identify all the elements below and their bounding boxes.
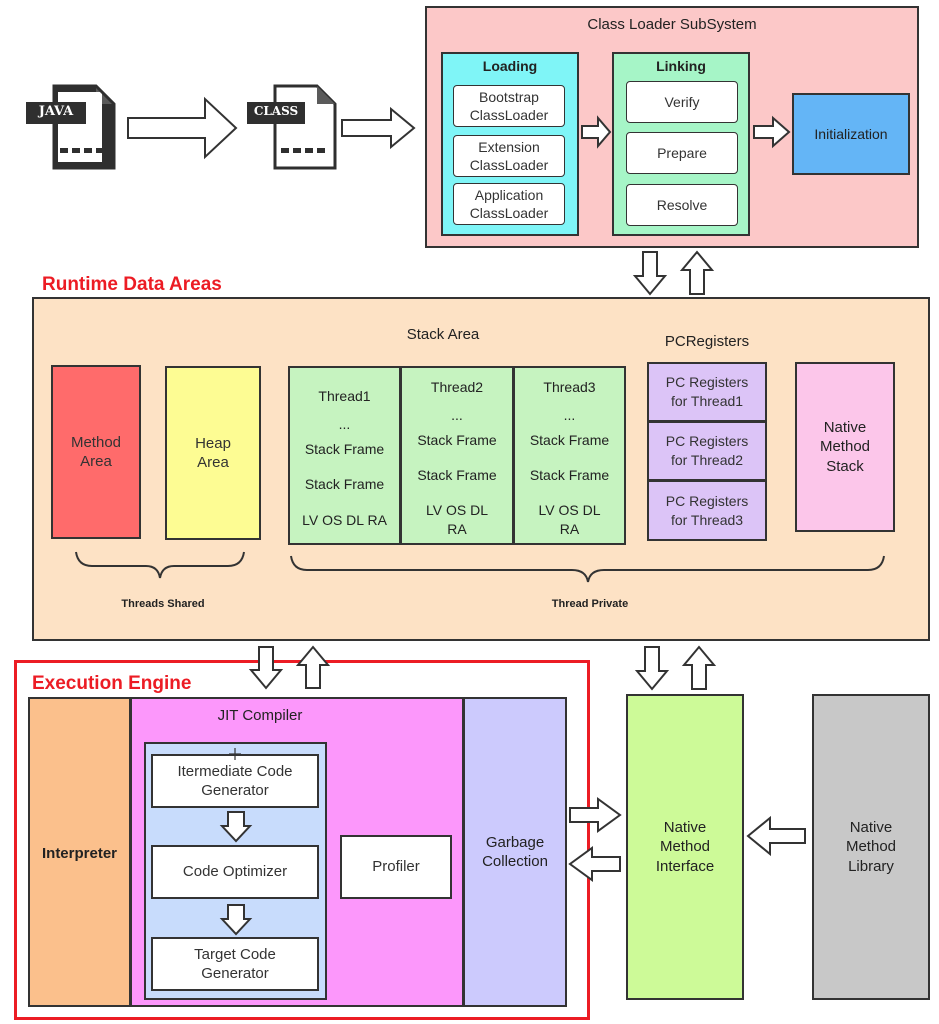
code-optimizer: Code Optimizer (151, 845, 319, 899)
thread3-dots: ... (563, 407, 576, 423)
thread3-name: Thread3 (543, 379, 596, 395)
thread1-frame-2: Stack Frame (304, 476, 385, 492)
initialization-box: Initialization (792, 93, 910, 175)
interpreter-box (28, 697, 131, 1007)
stack-area-title: Stack Area (406, 326, 480, 343)
heap-area: Heap Area (165, 366, 261, 540)
class-file-label: CLASS (253, 104, 299, 118)
thread2-stack: Thread2 ... Stack Frame Stack Frame LV O… (400, 366, 514, 545)
loader-down-arrow (632, 251, 668, 296)
native-method-interface: Native Method Interface (626, 694, 744, 1000)
thread3-frame-2: Stack Frame (529, 467, 610, 483)
runtime-title: Runtime Data Areas (42, 274, 222, 295)
native-method-stack: Native Method Stack (795, 362, 895, 532)
compile-label: Compile (157, 120, 209, 136)
thread2-dots: ... (451, 407, 463, 423)
thread3-stack: Thread3 ... Stack Frame Stack Frame LV O… (513, 366, 626, 545)
thread1-name: Thread1 (318, 388, 371, 404)
thread2-name: Thread2 (430, 379, 484, 395)
thread1-dots: ... (338, 416, 351, 432)
thread1-frame-1: Stack Frame (304, 441, 385, 457)
thread3-frame-1: Stack Frame (529, 432, 610, 448)
execution-engine-title: Execution Engine (32, 673, 192, 694)
bootstrap-classloader: Bootstrap ClassLoader (453, 85, 565, 127)
to-class-loader-arrow (341, 106, 416, 150)
java-file-icon: JAVA (24, 84, 116, 170)
pc-register-thread2: PC Registers for Thread2 (647, 421, 767, 481)
pc-register-thread3: PC Registers for Thread3 (647, 480, 767, 541)
threads-shared-label: Threads Shared (121, 598, 205, 610)
native-to-runtime-arrow (681, 645, 717, 690)
thread2-frame-1: Stack Frame (417, 432, 497, 448)
thread-private-label: Thread Private (551, 598, 629, 610)
runtime-to-native-arrow (634, 646, 670, 691)
thread3-vars: LV OS DL RA (538, 502, 601, 537)
extension-classloader: Extension ClassLoader (453, 135, 565, 177)
garbage-collection: Garbage Collection (463, 697, 567, 1007)
linking-title: Linking (656, 58, 706, 74)
thread2-vars: LV OS DL RA (426, 502, 488, 537)
thread1-vars: LV OS DL RA (302, 512, 387, 528)
java-file-label: JAVA (38, 104, 74, 119)
execution-engine-frame (14, 660, 590, 1020)
pc-registers-title: PCRegisters (664, 333, 750, 350)
resolve-step: Resolve (626, 184, 738, 226)
target-code-generator: Target Code Generator (151, 937, 319, 991)
native-method-library: Native Method Library (812, 694, 930, 1000)
application-classloader: Application ClassLoader (453, 183, 565, 225)
intermediate-code-generator: Itermediate Code Generator (151, 754, 319, 808)
pc-register-thread1: PC Registers for Thread1 (647, 362, 767, 422)
prepare-step: Prepare (626, 132, 738, 174)
profiler-box: Profiler (340, 835, 452, 899)
loading-title: Loading (482, 58, 538, 74)
method-area: Method Area (51, 365, 141, 539)
runtime-up-arrow (679, 250, 715, 295)
verify-step: Verify (626, 81, 738, 123)
jit-compiler-title: JIT Compiler (217, 707, 303, 724)
thread1-stack: Thread1 ... Stack Frame Stack Frame LV O… (288, 366, 401, 545)
library-to-interface-arrow (746, 815, 806, 857)
class-file-icon: CLASS (245, 84, 337, 170)
class-loader-title: Class Loader SubSystem (587, 16, 757, 33)
interpreter-label: Interpreter (41, 845, 118, 862)
thread2-frame-2: Stack Frame (417, 467, 497, 483)
